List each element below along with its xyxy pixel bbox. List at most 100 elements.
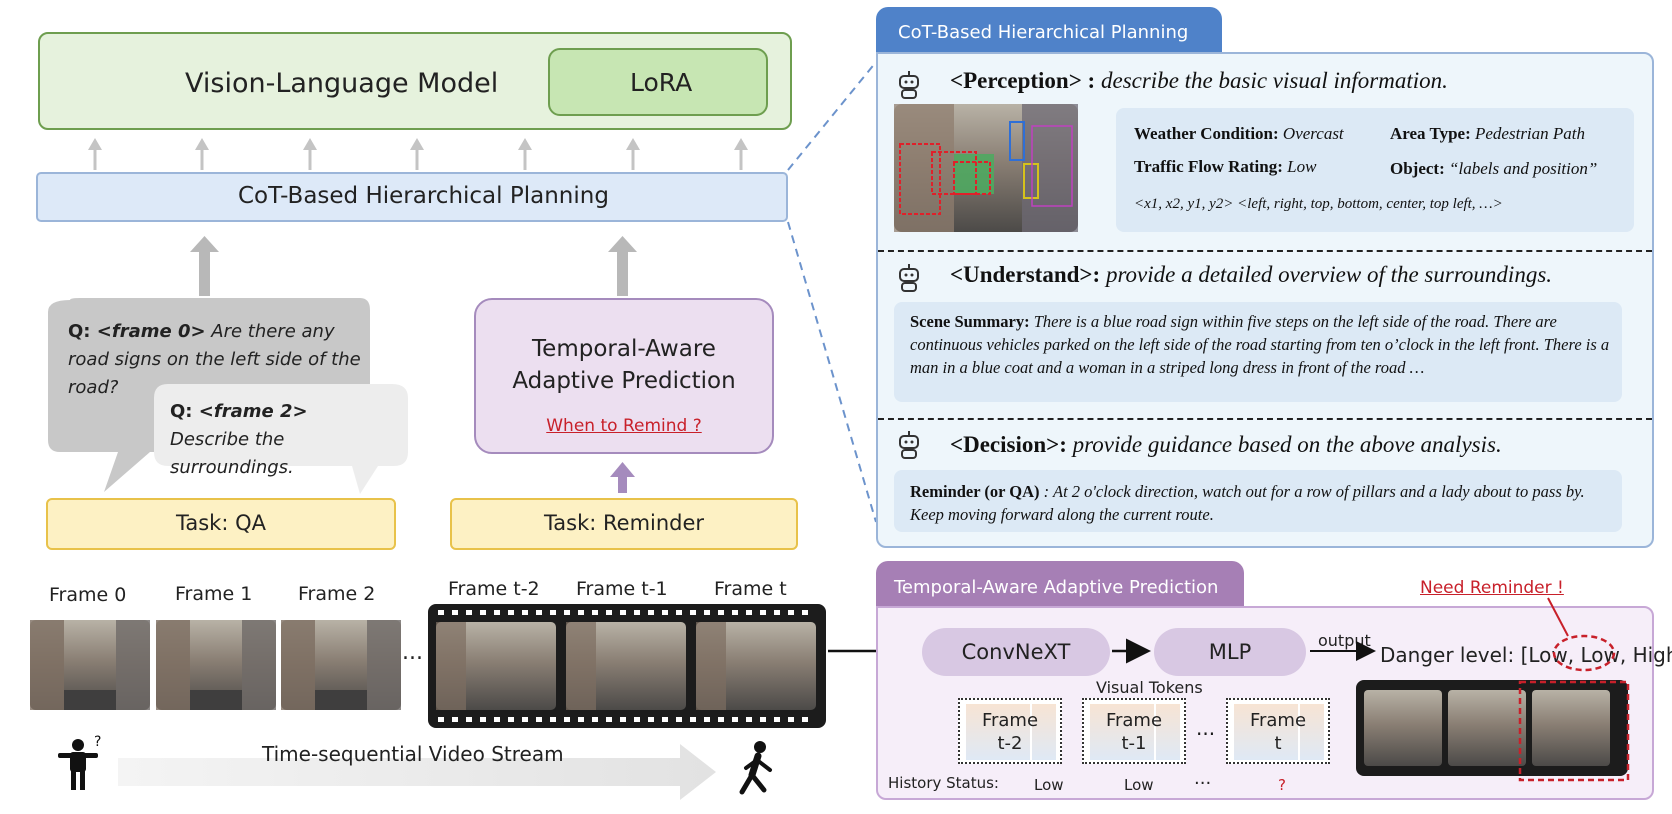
qa-bubble-2 — [154, 384, 408, 494]
up-arrow — [734, 138, 748, 170]
summary-key: Scene Summary: — [910, 312, 1030, 331]
temporal-box — [474, 298, 774, 454]
scene-summary: Scene Summary: There is a blue road sign… — [910, 310, 1610, 379]
perception-image — [894, 104, 1078, 232]
history-status-label: History Status: — [888, 774, 999, 792]
frame-label-1: Frame 1 — [175, 583, 253, 605]
token-line1: Frame — [1105, 710, 1163, 731]
temporal-title-line1: Temporal-Aware — [532, 336, 716, 362]
scene-summary-box — [894, 302, 1622, 402]
danger-prefix: Danger level: [Low, Low, — [1380, 643, 1633, 667]
need-reminder-label: Need Reminder ! — [1420, 578, 1564, 598]
task-reminder: Task: Reminder — [450, 498, 798, 550]
small-frame-1 — [156, 620, 276, 710]
film-strip — [428, 604, 826, 728]
token-line2: t — [1274, 733, 1282, 754]
svg-text:?: ? — [94, 734, 101, 750]
purple-up-arrow — [610, 462, 635, 493]
summary-value: There is a blue road sign within five st… — [910, 312, 1610, 377]
lora-label: LoRA — [630, 68, 693, 97]
visual-tokens-label: Visual Tokens — [1096, 678, 1203, 697]
stream-label: Time-sequential Video Stream — [262, 742, 564, 766]
small-frame-0 — [30, 620, 150, 710]
big-up-arrow-left — [190, 236, 219, 296]
small-robot-icon — [899, 431, 919, 459]
lora-box — [548, 48, 768, 116]
token-line2: t-2 — [997, 733, 1023, 754]
cot-bar — [36, 172, 788, 222]
up-arrow — [626, 138, 640, 170]
object: Object: “labels and position” — [1390, 159, 1597, 179]
section-divider — [878, 250, 1652, 252]
token-line2: t-1 — [1121, 733, 1147, 754]
decision-tag: <Decision>: — [950, 432, 1067, 457]
walking-person-icon — [739, 741, 772, 795]
object-value: “labels and position” — [1444, 159, 1598, 178]
small-robot-icon — [899, 71, 919, 99]
area-key: Area Type: — [1390, 124, 1471, 143]
up-arrow — [88, 138, 102, 170]
frames-ellipsis: ... — [402, 640, 423, 665]
when-to-remind-link[interactable]: When to Remind ? — [546, 416, 702, 436]
up-arrow — [518, 138, 532, 170]
tap-panel-tab — [876, 561, 1244, 607]
film-label-t: Frame t — [714, 578, 787, 600]
section-divider — [878, 418, 1652, 420]
weather-key: Weather Condition: — [1134, 124, 1279, 143]
decision-desc: provide guidance based on the above anal… — [1066, 432, 1502, 457]
q-prefix: Q: — [170, 401, 199, 422]
up-arrow — [195, 138, 209, 170]
output-label: output — [1318, 631, 1371, 650]
traffic-value: Low — [1282, 157, 1317, 176]
qa-question-2: Q: <frame 2> Describe the surroundings. — [170, 398, 390, 482]
convnext-block: ConvNeXT — [922, 628, 1110, 676]
area-value: Pedestrian Path — [1470, 124, 1586, 143]
token-line1: Frame — [1249, 710, 1307, 731]
perception-info-box — [1116, 108, 1634, 232]
traffic-flow-rating: Traffic Flow Rating: Low — [1134, 157, 1316, 177]
decision-header: <Decision>: provide guidance based on th… — [950, 432, 1502, 458]
big-up-arrow-right — [608, 236, 637, 296]
tap-panel-tab-label: Temporal-Aware Adaptive Prediction — [894, 577, 1219, 598]
understand-header: <Understand>: provide a detailed overvie… — [950, 262, 1552, 288]
history-ellipsis: ... — [1194, 768, 1212, 789]
reminder-text: Reminder (or QA) : At 2 o'clock directio… — [910, 480, 1610, 526]
q-prefix: Q: — [68, 321, 97, 342]
reminder-box — [894, 470, 1622, 532]
area-type: Area Type: Pedestrian Path — [1390, 124, 1585, 144]
perception-header: <Perception> : describe the basic visual… — [950, 68, 1448, 94]
history-t-1: Low — [1124, 776, 1154, 794]
small-frame-2 — [281, 620, 401, 710]
cot-bar-label: CoT-Based Hierarchical Planning — [238, 183, 609, 209]
frame-tag: <frame 0> — [96, 321, 206, 342]
up-arrows-row — [88, 138, 748, 170]
coords-format: <x1, x2, y1, y2> <left, right, top, bott… — [1134, 196, 1503, 212]
vlm-title: Vision-Language Model — [185, 68, 499, 99]
traffic-key: Traffic Flow Rating: — [1134, 157, 1283, 176]
history-t: ? — [1278, 776, 1286, 794]
question-text: Describe the surroundings. — [170, 429, 294, 478]
film-label-t-1: Frame t-1 — [576, 578, 668, 600]
qa-question-1: Q: <frame 0> Are there any road signs on… — [68, 318, 368, 402]
up-arrow — [303, 138, 317, 170]
task-qa: Task: QA — [46, 498, 396, 550]
token-ellipsis: ... — [1196, 716, 1216, 740]
understand-tag: <Understand>: — [950, 262, 1101, 287]
weather-condition: Weather Condition: Overcast — [1134, 124, 1344, 144]
perception-desc: describe the basic visual information. — [1095, 68, 1448, 93]
frame-tag: <frame 2> — [198, 401, 308, 422]
token-frame-t: Frame t — [1226, 698, 1330, 764]
danger-level: Danger level: [Low, Low, High] — [1380, 643, 1672, 667]
frame-label-2: Frame 2 — [298, 583, 376, 605]
small-robot-icon — [899, 264, 919, 292]
temporal-title-line2: Adaptive Prediction — [512, 368, 736, 394]
token-frame-t-1: Frame t-1 — [1082, 698, 1186, 764]
up-arrow — [410, 138, 424, 170]
weather-value: Overcast — [1278, 124, 1344, 143]
cot-panel-tab — [876, 7, 1222, 53]
token-line1: Frame — [981, 710, 1039, 731]
mlp-block: MLP — [1154, 628, 1306, 676]
frame-label-0: Frame 0 — [49, 584, 127, 606]
reminder-value: : At 2 o'clock direction, watch out for … — [910, 482, 1585, 524]
